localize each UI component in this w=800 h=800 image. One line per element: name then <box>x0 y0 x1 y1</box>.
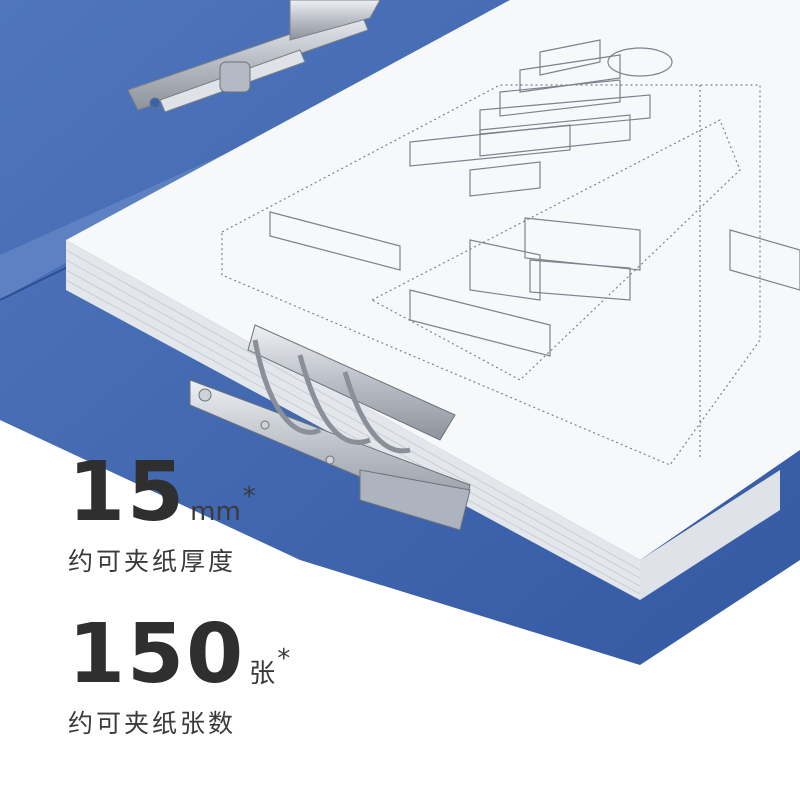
sheet-count-unit: 张 <box>249 659 276 689</box>
thickness-asterisk: * <box>242 482 256 512</box>
paper-top-sheet <box>66 0 800 560</box>
top-clip <box>127 0 381 113</box>
sheet-count-caption: 约可夹纸张数 <box>68 709 237 738</box>
paper-stack-side <box>640 470 780 600</box>
sheet-count-spec: 150 张 * 约可夹纸张数 <box>68 614 290 740</box>
front-clip <box>189 324 471 531</box>
sheet-count-value-row: 150 张 * <box>68 614 290 696</box>
thickness-unit: mm <box>190 497 241 527</box>
flowchart-drawing <box>221 39 800 466</box>
thickness-spec: 15 mm * 约可夹纸厚度 <box>68 452 256 578</box>
thickness-value-row: 15 mm * <box>68 452 256 534</box>
sheet-count-value: 150 <box>68 607 246 702</box>
thickness-value: 15 <box>68 445 187 540</box>
sheet-count-asterisk: * <box>277 644 291 674</box>
thickness-caption: 约可夹纸厚度 <box>68 547 237 576</box>
